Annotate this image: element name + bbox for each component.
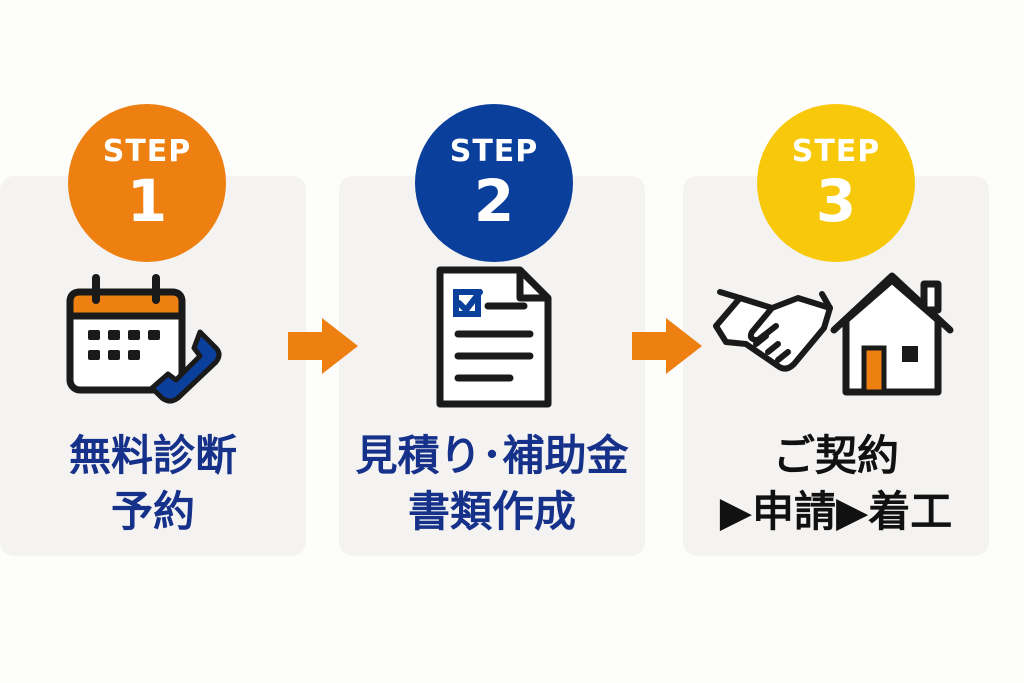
step-2-label: 見積り･補助金 書類作成 <box>339 428 645 540</box>
handshake-house-icon <box>713 272 954 396</box>
step-2-number: 2 <box>473 167 515 235</box>
step-1-word: STEP <box>102 134 192 169</box>
document-checklist-icon <box>436 266 552 408</box>
step-3-label-line2: ▶申請▶着工 <box>719 487 953 536</box>
arrow-right-icon <box>288 318 358 374</box>
step-2-label-line1: 見積り･補助金 <box>355 431 629 480</box>
step-1-label-line1: 無料診断 <box>68 431 237 480</box>
step-1-label: 無料診断 予約 <box>0 428 306 540</box>
step-3-word: STEP <box>791 134 881 169</box>
step-2-label-line2: 書類作成 <box>407 487 576 536</box>
step-3-label-line1: ご契約 <box>772 431 899 480</box>
calendar-phone-icon <box>66 274 222 404</box>
step-1-label-line2: 予約 <box>110 487 195 536</box>
step-3-number: 3 <box>815 167 857 235</box>
step-2-word: STEP <box>449 134 539 169</box>
step-1-number: 1 <box>126 167 168 235</box>
step-2-badge: STEP 2 <box>415 104 573 262</box>
step-1-badge: STEP 1 <box>68 104 226 262</box>
step-3-badge: STEP 3 <box>757 104 915 262</box>
arrow-right-icon <box>632 318 702 374</box>
step-3-label: ご契約 ▶申請▶着工 <box>683 428 989 540</box>
